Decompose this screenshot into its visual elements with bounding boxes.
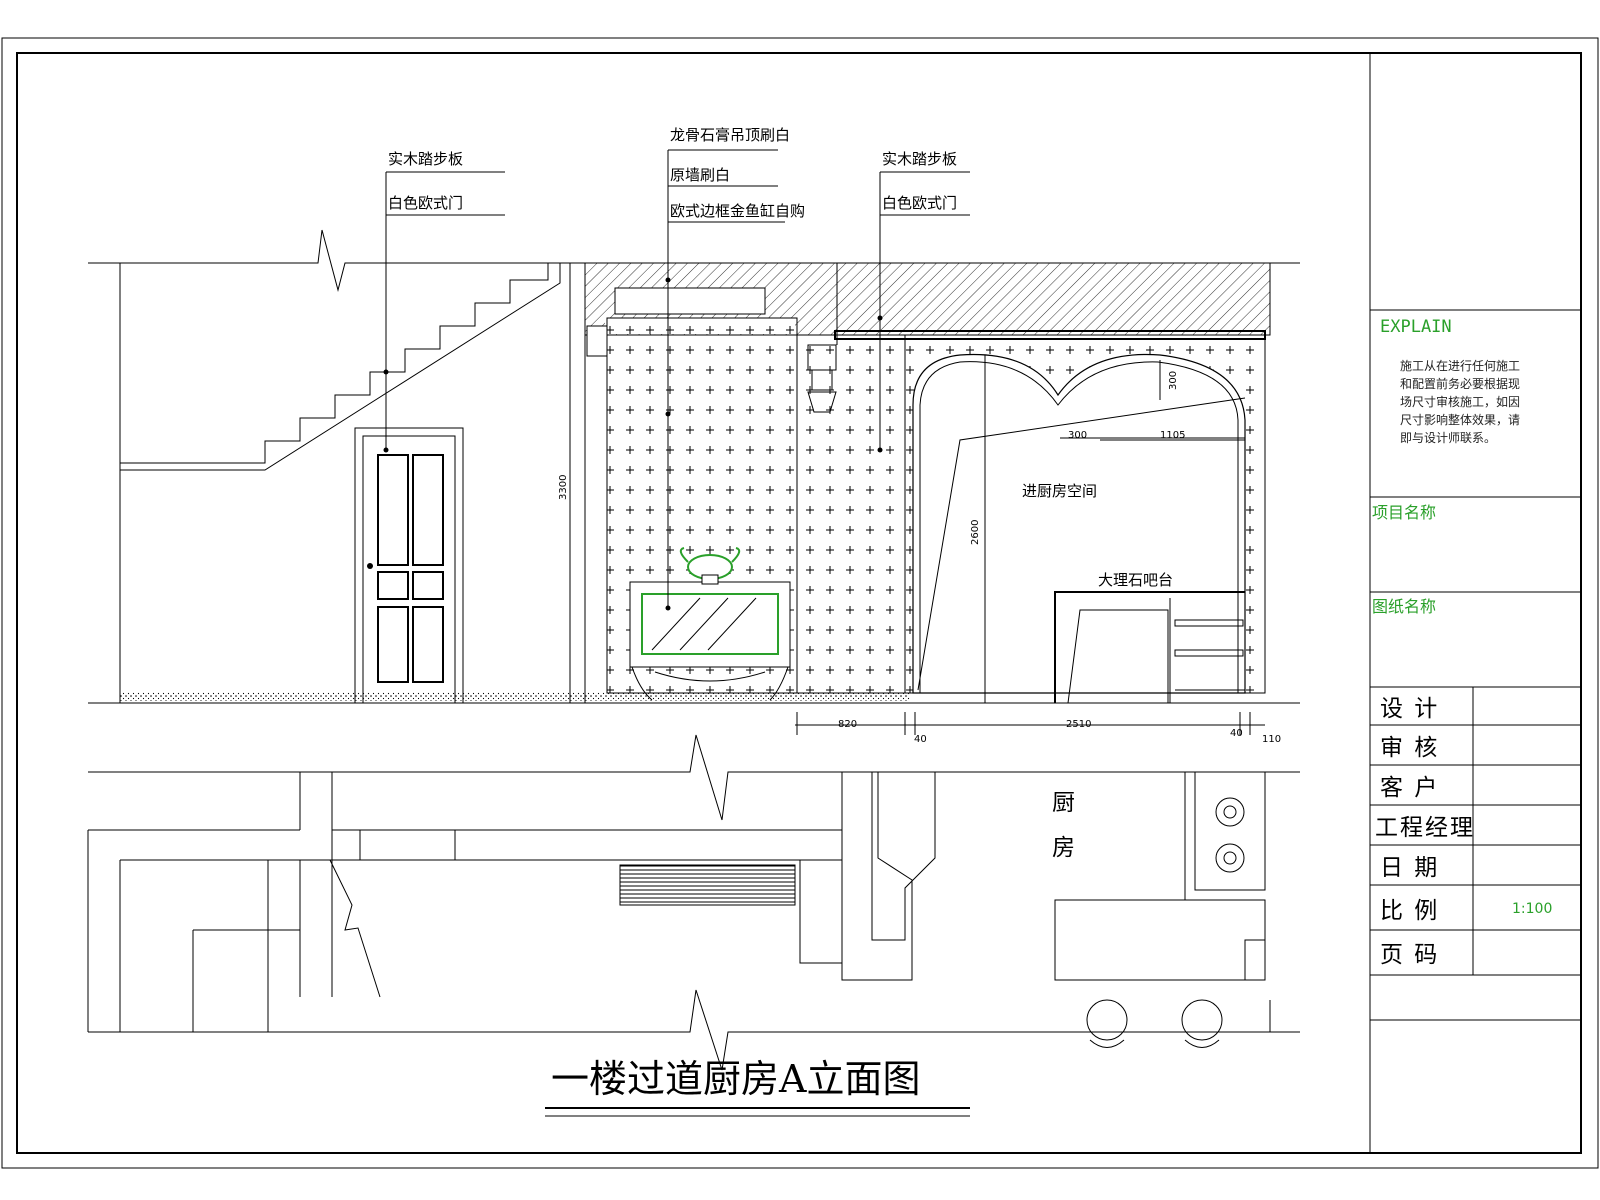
- label-ceiling: 龙骨石膏吊顶刷白: [670, 126, 790, 144]
- wall-pattern-mid: [796, 334, 906, 694]
- crown-molding: [834, 330, 1266, 340]
- kitchen-arch-opening: [912, 353, 1246, 694]
- marble-bar-counter: [1054, 591, 1245, 704]
- plan-kitchen-label-1: 厨: [1052, 790, 1077, 816]
- pendant-lamp: [807, 344, 837, 413]
- explain-line-2: 和配置前务必要根据现: [1400, 376, 1520, 391]
- plan-break-bottom: [88, 989, 1300, 1071]
- tb-date-label: 日 期: [1380, 855, 1439, 881]
- plan-kitchen-label-2: 房: [1052, 835, 1077, 861]
- dim-300-vertical: 300: [1168, 371, 1179, 390]
- tb-client-label: 客 户: [1380, 775, 1439, 801]
- ceiling-light-box: [614, 287, 766, 315]
- label-wall: 原墙刷白: [670, 166, 730, 184]
- tb-scale-label: 比 例: [1380, 898, 1439, 924]
- floor-plan: [87, 734, 1300, 1071]
- project-name-label: 项目名称: [1372, 503, 1436, 522]
- staircase: [120, 263, 549, 464]
- explain-line-1: 施工从在进行任何施工: [1400, 359, 1520, 373]
- label-left-tread: 实木踏步板: [388, 150, 463, 168]
- plan-kitchen-walls: [841, 772, 913, 981]
- left-door: [354, 427, 464, 704]
- fishtank-console: [629, 547, 791, 701]
- label-right-tread: 实木踏步板: [882, 150, 957, 168]
- leader-lines: [383, 149, 970, 611]
- explain-heading: EXPLAIN: [1380, 317, 1452, 337]
- dim-110: 110: [1262, 734, 1281, 745]
- tb-design-label: 设 计: [1380, 696, 1439, 722]
- label-right-door: 白色欧式门: [882, 194, 957, 212]
- dim-820: 820: [838, 719, 857, 730]
- label-marble-bar: 大理石吧台: [1098, 571, 1173, 589]
- dim-40b: 40: [1230, 728, 1243, 739]
- staircase-under: [120, 263, 561, 471]
- plan-break-top: [88, 734, 1300, 821]
- tb-review-label: 审 核: [1380, 735, 1439, 761]
- tb-page-label: 页 码: [1380, 942, 1439, 968]
- label-fishtank: 欧式边框金鱼缸自购: [670, 202, 805, 220]
- tb-scale-value: 1:100: [1512, 901, 1552, 917]
- elevation-view: [88, 149, 1300, 735]
- dim-1105: 1105: [1160, 430, 1185, 441]
- dim-40a: 40: [914, 734, 927, 745]
- break-line-top: [88, 229, 1300, 292]
- dim-3300: 3300: [558, 475, 569, 500]
- explain-line-4: 尺寸影响整体效果，请: [1400, 412, 1520, 427]
- dimension-lines: [569, 263, 1265, 735]
- sheet-outer-border: [1, 37, 1599, 1169]
- dim-2600: 2600: [970, 520, 981, 545]
- plan-vent-grill: [619, 864, 796, 906]
- title-block: [1369, 53, 1581, 1153]
- tb-manager-label: 工程经理: [1375, 815, 1475, 841]
- floor-finish: [120, 692, 910, 701]
- dim-2510: 2510: [1066, 719, 1091, 730]
- arch-perspective: [917, 397, 1246, 691]
- label-kitchen-space: 进厨房空间: [1022, 482, 1097, 500]
- explain-line-3: 场尺寸审核施工，如因: [1400, 394, 1520, 409]
- plan-stove: [1194, 771, 1266, 891]
- plan-stool-left: [1086, 999, 1128, 1041]
- plan-counter: [1054, 899, 1266, 981]
- dim-300: 300: [1068, 430, 1087, 441]
- drawing-frame: [16, 52, 1582, 1154]
- explain-line-5: 即与设计师联系。: [1400, 431, 1496, 445]
- label-left-door: 白色欧式门: [388, 194, 463, 212]
- drawing-title: 一楼过道厨房A立面图: [551, 1057, 920, 1101]
- plan-stool-right: [1181, 999, 1223, 1041]
- drawing-name-label: 图纸名称: [1372, 597, 1436, 616]
